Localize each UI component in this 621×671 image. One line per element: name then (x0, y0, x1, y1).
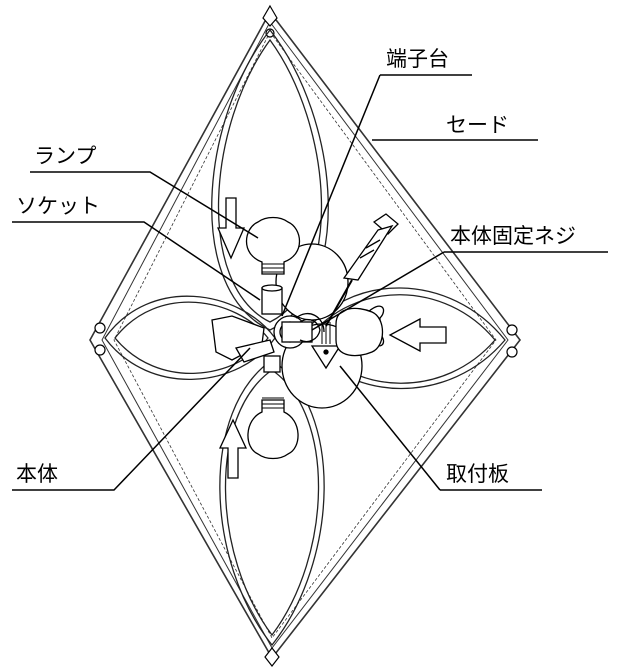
label-socket: ソケット (16, 194, 100, 218)
label-body: 本体 (16, 462, 58, 486)
socket-body-drawing (211, 284, 325, 373)
label-mounting-plate: 取付板 (446, 462, 509, 486)
label-lamp: ランプ (34, 144, 97, 168)
frame-corner-knobs (94, 4, 518, 667)
bulbs (246, 216, 385, 460)
label-shade: セード (446, 113, 509, 137)
label-terminal-block: 端子台 (386, 47, 449, 71)
assembly-arrows (217, 197, 447, 479)
label-fixing-screw: 本体固定ネジ (450, 224, 576, 248)
leader-lines (12, 74, 608, 491)
